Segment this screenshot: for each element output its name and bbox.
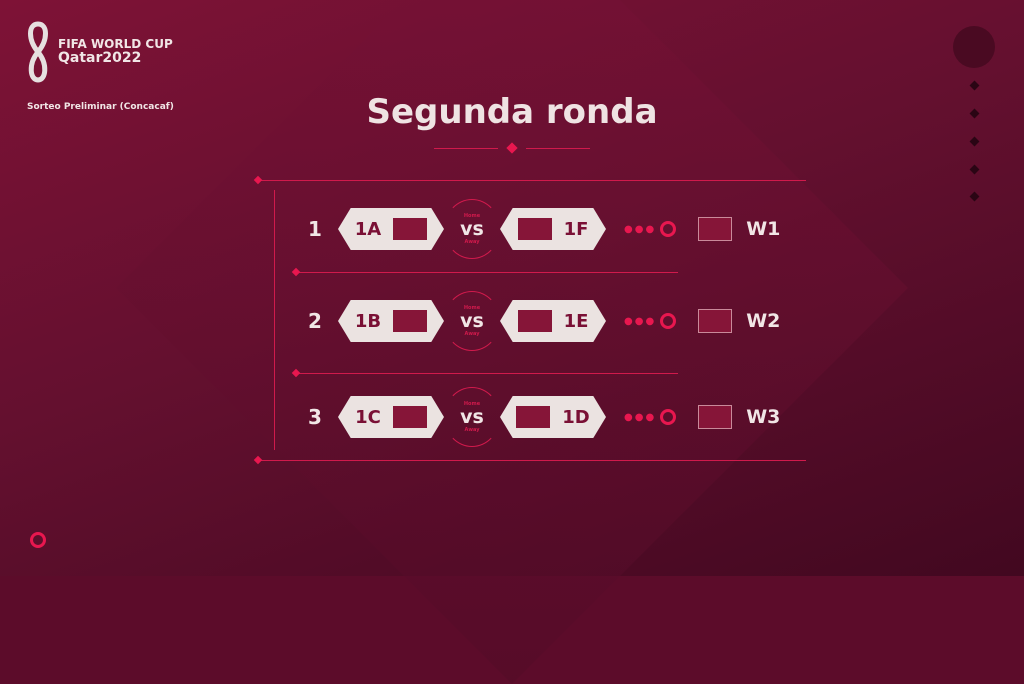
team1-flag-slot: [393, 218, 428, 240]
team2-label: 1D: [562, 406, 590, 428]
match-number: 3: [308, 405, 322, 429]
ball-icon-small: [30, 532, 46, 548]
page-title: Segunda ronda: [366, 92, 658, 132]
subtitle: Sorteo Preliminar (Concacaf): [27, 102, 174, 112]
winner-slot: [698, 405, 733, 429]
team1-flag-slot: [392, 406, 427, 428]
home-label: Home: [463, 305, 481, 311]
ball-icon: [660, 409, 677, 425]
separator-line: [296, 272, 678, 273]
match-number: 2: [308, 309, 322, 333]
team1-flag-slot: [393, 310, 428, 332]
bracket-vertical-line: [274, 190, 275, 450]
match-number: 1: [308, 217, 322, 241]
team2-flag-slot: [517, 310, 552, 332]
away-label: Away: [464, 239, 480, 245]
winner-label: W1: [746, 218, 781, 240]
team2-label: 1E: [563, 310, 589, 332]
dots-connector: ●●●: [624, 411, 657, 423]
dots-connector: ●●●: [624, 223, 657, 235]
team1-badge: 1C: [338, 396, 444, 438]
brand-line2: Qatar2022: [58, 49, 142, 66]
team2-label: 1F: [563, 218, 589, 240]
title-divider-right: [526, 148, 590, 149]
fifa-logo: FIFA WORLD CUP Qatar2022: [24, 20, 173, 84]
winner-slot: [698, 309, 733, 333]
team2-badge: 1F: [500, 208, 606, 250]
home-label: Home: [463, 401, 481, 407]
team1-badge: 1B: [338, 300, 444, 342]
ball-icon: [660, 221, 677, 237]
ball-icon: [660, 313, 677, 329]
separator-line: [296, 373, 678, 374]
dots-connector: ●●●: [624, 315, 657, 327]
team2-flag-slot: [517, 218, 552, 240]
team1-label: 1C: [355, 406, 381, 428]
trophy-emblem-icon: [28, 21, 48, 83]
team1-label: 1A: [354, 218, 382, 240]
home-label: Home: [463, 213, 481, 219]
team2-badge: 1D: [500, 396, 606, 438]
team1-badge: 1A: [338, 208, 444, 250]
title-divider-left: [434, 148, 498, 149]
team2-badge: 1E: [500, 300, 606, 342]
team2-flag-slot: [516, 406, 551, 428]
winner-slot: [698, 217, 733, 241]
winner-label: W3: [746, 406, 781, 428]
brand-line1: FIFA WORLD CUP: [58, 36, 173, 51]
bracket-bottom-line: [258, 460, 806, 461]
team1-label: 1B: [354, 310, 382, 332]
bracket-top-line: [258, 180, 806, 181]
ball-icon: [953, 26, 995, 68]
winner-label: W2: [746, 310, 781, 332]
away-label: Away: [464, 331, 480, 337]
away-label: Away: [464, 427, 480, 433]
